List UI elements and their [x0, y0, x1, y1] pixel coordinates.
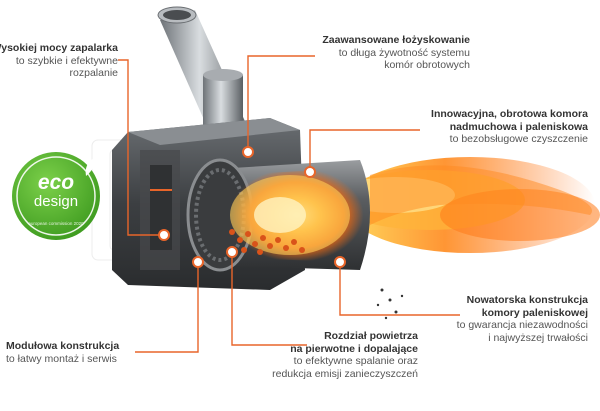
ecodesign-logo [12, 152, 100, 240]
leader-igniter [118, 59, 160, 236]
callout-igniter-desc-1: to szybkie i efektywne [15, 54, 118, 67]
flame [335, 157, 600, 253]
callout-bearing-desc-1: to długa żywotność systemu [338, 46, 470, 59]
callout-construction-title-2: komory paleniskowej [481, 306, 588, 319]
callout-bearing-desc-2: komór obrotowych [384, 59, 470, 71]
marker-construction [334, 256, 346, 268]
callout-modular: Modułowa konstrukcja to łatwy montaż i s… [6, 340, 119, 365]
marker-bearing [242, 146, 254, 158]
callout-bearing-title: Zaawansowane łożyskowanie [322, 34, 470, 46]
callout-lines [118, 55, 460, 353]
callout-air-title-1: Rozdział powietrza [324, 330, 418, 342]
callout-chamber-title-2: nadmuchowa i paleniskowa [449, 120, 588, 133]
callout-air: Rozdział powietrza na pierwotne i dopala… [272, 330, 418, 380]
leader-construction [339, 262, 460, 316]
callout-construction-desc-1: to gwarancja niezawodności [456, 319, 588, 331]
logo-eco-text: eco [37, 171, 75, 194]
marker-air [226, 246, 238, 258]
logo-ring-text: european commission 2020 [28, 221, 84, 226]
callout-igniter-desc-2: rozpalanie [69, 67, 118, 79]
callout-chamber: Innowacyjna, obrotowa komora nadmuchowa … [431, 108, 588, 146]
callout-igniter-title: Wysokiej mocy zapalarka [0, 42, 118, 54]
callout-air-desc-1: to efektywne spalanie oraz [293, 355, 418, 367]
burning-pellets [229, 229, 305, 255]
callout-igniter: Wysokiej mocy zapalarka to szybkie i efe… [0, 42, 118, 80]
callout-construction-desc-2: i najwyższej trwałości [488, 331, 588, 344]
callout-modular-title: Modułowa konstrukcja [6, 340, 120, 352]
marker-igniter [158, 229, 170, 241]
callout-chamber-title-1: Innowacyjna, obrotowa komora [431, 108, 588, 120]
marker-modular [192, 256, 204, 268]
leader-modular [135, 262, 199, 353]
callout-air-desc-2: redukcja emisji zanieczyszczeń [272, 367, 418, 380]
callout-air-title-2: na pierwotne i dopalające [290, 342, 418, 355]
callout-chamber-desc-1: to bezobsługowe czyszczenie [449, 133, 588, 145]
ash-particles [376, 288, 404, 320]
callout-construction-title-1: Nowatorska konstrukcja [466, 294, 588, 306]
marker-chamber [304, 166, 316, 178]
leader-bearing [247, 55, 315, 150]
callout-markers [158, 146, 346, 268]
callout-modular-desc-1: to łatwy montaż i serwis [6, 352, 117, 365]
combustion-chamber [186, 158, 370, 272]
callout-construction: Nowatorska konstrukcja komory paleniskow… [457, 294, 588, 344]
leader-air [231, 255, 307, 346]
leaf-icon [85, 158, 95, 176]
leader-chamber [309, 129, 420, 172]
callout-bearing: Zaawansowane łożyskowanie to długa żywot… [322, 34, 470, 72]
logo-design-text: design [33, 193, 79, 210]
